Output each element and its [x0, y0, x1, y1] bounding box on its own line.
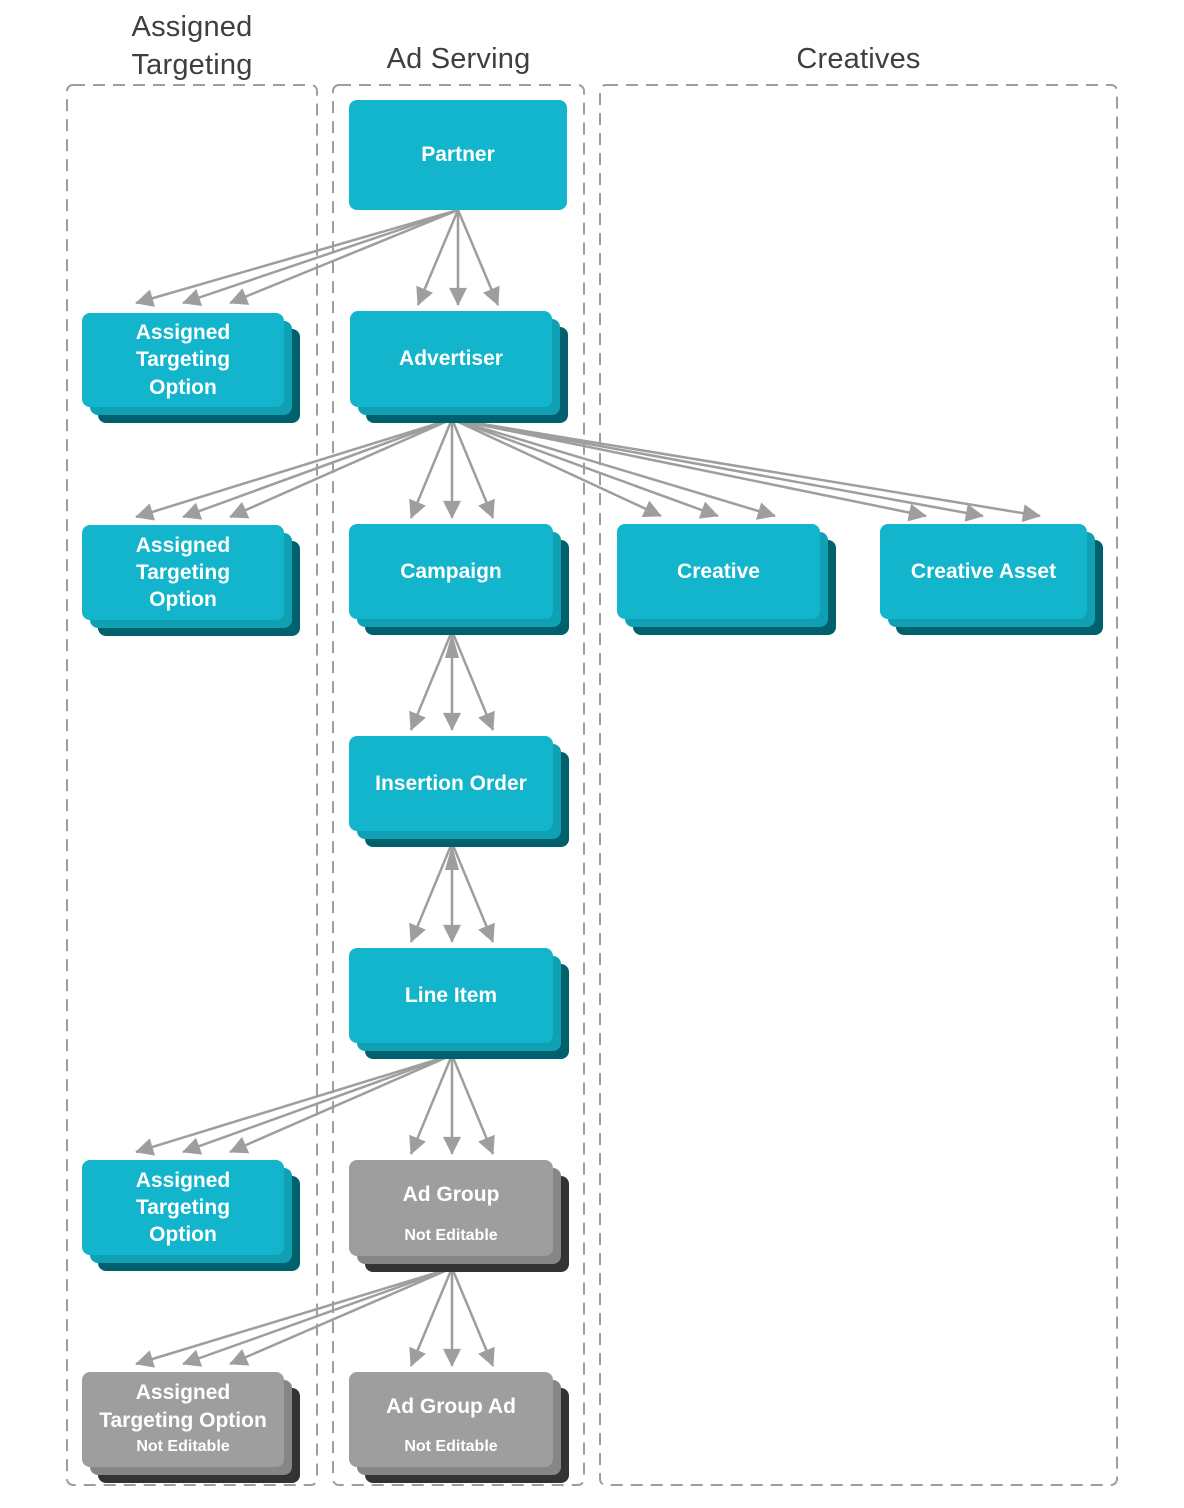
node-partner-label: Partner: [421, 143, 495, 167]
up-arrowhead-into-insertion-order: [445, 845, 459, 870]
edge-partner-assigned-targeting-option: [135, 208, 459, 307]
node-label: Creative Asset: [910, 559, 1057, 583]
node-label: Ad Group Ad: [386, 1394, 516, 1418]
column-title-ad-serving: Ad Serving: [386, 43, 531, 75]
node-label: Insertion Order: [375, 771, 527, 795]
node-label: Assigned Targeting Option: [135, 1168, 231, 1247]
node-label: Assigned Targeting Option: [99, 1381, 267, 1432]
node-label: Assigned Targeting Option: [135, 533, 231, 612]
up-arrowhead-into-campaign: [445, 633, 459, 658]
node-creative: Creative: [617, 524, 820, 619]
node-not-editable-badge: Not Editable: [404, 1227, 498, 1244]
node-label: Creative: [677, 559, 760, 583]
edge-advertiser-assigned-targeting-option: [135, 417, 453, 521]
column-frame-assigned-targeting: [66, 84, 318, 1486]
node-label: Advertiser: [399, 347, 503, 371]
node-campaign: Campaign: [349, 524, 553, 619]
edge-line-item-ad-group: [409, 1054, 495, 1155]
edge-campaign-insertion-order: [409, 630, 495, 731]
column-frame-creatives: [599, 84, 1118, 1486]
edge-line-item-assigned-targeting-option: [135, 1053, 453, 1156]
node-insertion-order: Insertion Order: [349, 736, 553, 831]
column-title-creatives: Creatives: [796, 43, 921, 75]
column-frame-ad-serving: [332, 84, 585, 1486]
edge-ad-group-ad-group-ad: [409, 1267, 495, 1367]
edge-advertiser-campaign: [409, 418, 495, 519]
node-not-editable-badge: Not Editable: [404, 1438, 498, 1455]
node-label: Line Item: [404, 983, 498, 1007]
node-label: Ad Group: [402, 1183, 500, 1207]
edge-advertiser-creative: [451, 417, 776, 520]
column-title-assigned-targeting: Assigned Targeting: [131, 11, 253, 82]
edge-partner-advertiser: [416, 209, 500, 306]
node-ad-group: Ad Group Not Editable: [349, 1160, 553, 1256]
node-assigned-targeting-option-ad-group: Assigned Targeting Option Not Editable: [82, 1372, 284, 1467]
node-creative-asset: Creative Asset: [880, 524, 1087, 619]
node-assigned-targeting-option-partner: Assigned Targeting Option: [82, 313, 284, 407]
node-label: Campaign: [400, 559, 502, 583]
node-advertiser: Advertiser: [350, 311, 552, 407]
edge-ad-group-assigned-targeting-option: [135, 1266, 453, 1368]
node-assigned-targeting-option-line-item: Assigned Targeting Option: [82, 1160, 284, 1255]
edge-insertion-order-line-item: [409, 842, 495, 943]
node-line-item: Line Item: [349, 948, 553, 1043]
node-not-editable-badge: Not Editable: [136, 1438, 230, 1455]
edge-advertiser-creative-asset: [451, 417, 1041, 523]
node-label: Assigned Targeting Option: [135, 321, 231, 399]
node-partner: Partner: [349, 100, 567, 210]
node-assigned-targeting-option-advertiser: Assigned Targeting Option: [82, 525, 284, 620]
node-ad-group-ad: Ad Group Ad Not Editable: [349, 1372, 553, 1467]
